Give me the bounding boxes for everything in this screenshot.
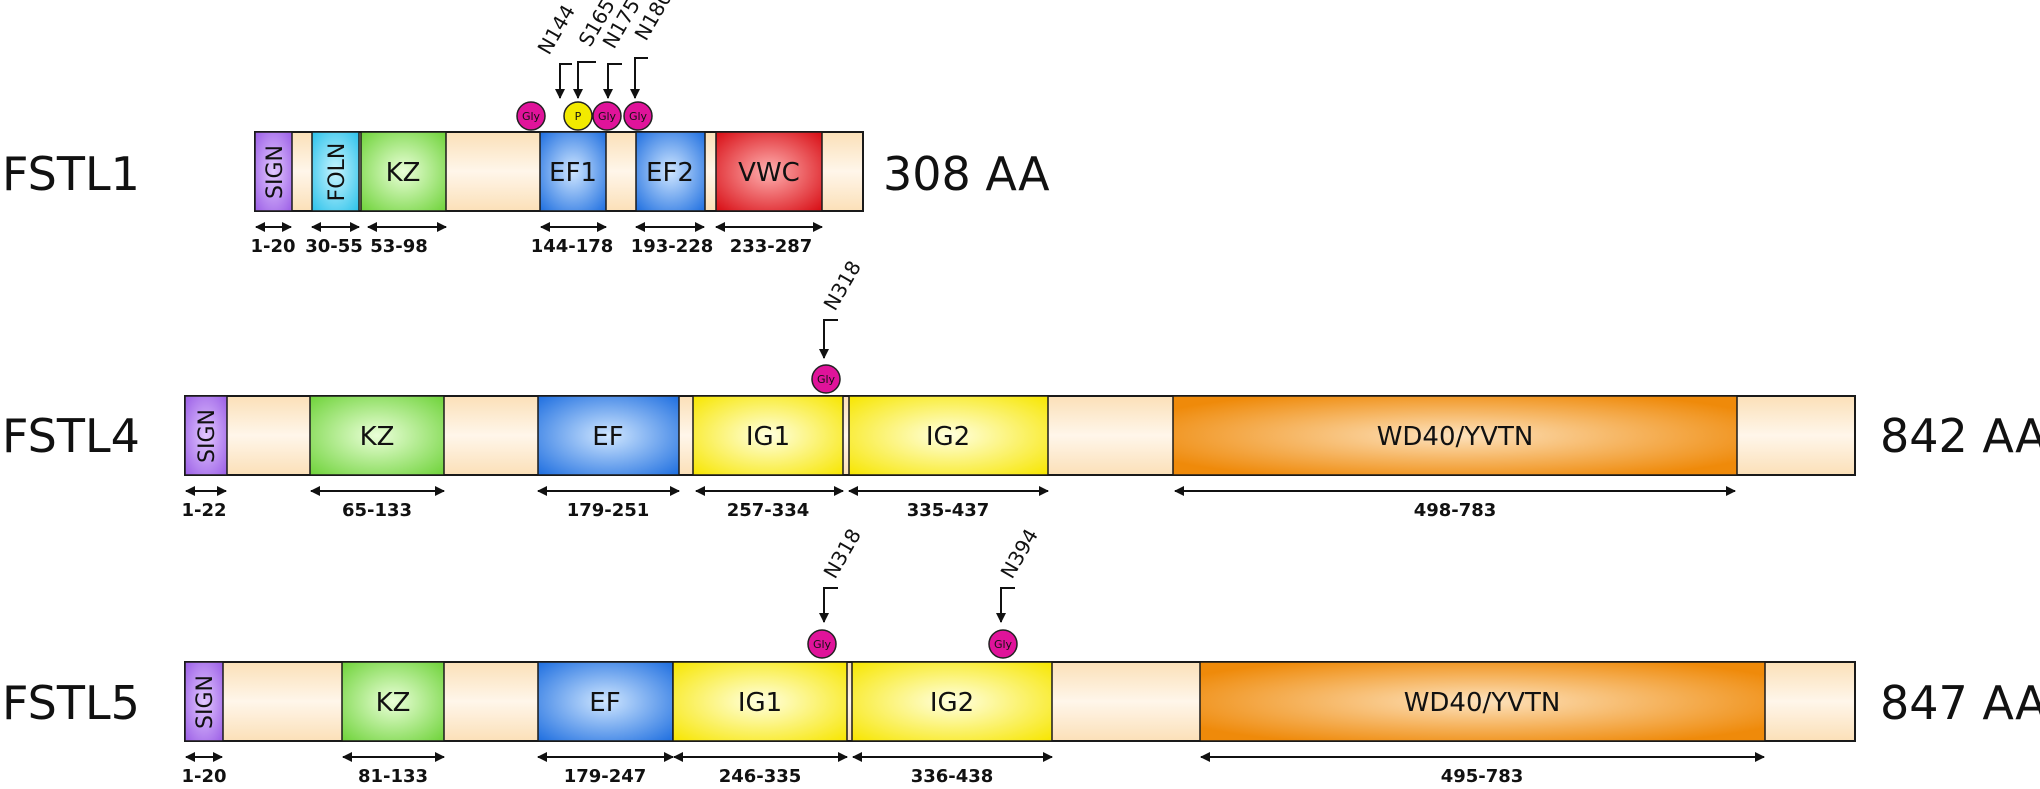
domain-label: KZ (360, 422, 395, 452)
domain-label: SIGN (263, 145, 288, 199)
range-label: 179-251 (567, 500, 650, 521)
domain-wd40-yvtn (1172, 395, 1738, 476)
domain-label: IG1 (738, 688, 782, 718)
glycosylation-marker (623, 101, 653, 131)
domain-label: SIGN (193, 675, 218, 729)
domain-label: EF (592, 422, 623, 452)
marker-label: Gly (994, 638, 1013, 651)
glycosylation-marker (516, 101, 546, 131)
marker-label: Gly (629, 110, 648, 123)
domain-vwc (715, 131, 823, 212)
modification-site: N318 Gly (811, 256, 866, 394)
domain-label: WD40/YVTN (1404, 688, 1561, 718)
protein-name: FSTL1 (2, 147, 140, 201)
range-label: 65-133 (342, 500, 412, 521)
domain-ig2 (851, 661, 1053, 742)
domain-label: VWC (738, 158, 800, 188)
domain-label: EF (589, 688, 620, 718)
protein-fstl4: FSTL4 SIGN KZ EF IG1 IG2 WD40/YVTN 842 A… (2, 256, 2040, 521)
domain-label: SIGN (195, 409, 220, 463)
domain-sign (184, 395, 228, 476)
range-label: 246-335 (719, 766, 802, 787)
protein-fstl5: FSTL5 SIGN KZ EF IG1 IG2 WD40/YVTN 847 A… (2, 524, 2040, 787)
range-label: 144-178 (531, 236, 614, 257)
domain-label: KZ (376, 688, 411, 718)
site-label: N318 (819, 256, 866, 314)
domain-kz (309, 395, 445, 476)
protein-length: 842 AA (1880, 409, 2040, 463)
domain-ef (537, 395, 680, 476)
range-label: 53-98 (370, 236, 428, 257)
glycosylation-marker (811, 364, 841, 394)
range-label: 30-55 (305, 236, 363, 257)
domain-ef2 (635, 131, 706, 212)
marker-label: Gly (522, 110, 541, 123)
domain-sign (184, 661, 224, 742)
protein-name: FSTL5 (2, 676, 140, 730)
domain-label: IG1 (746, 422, 790, 452)
protein-length: 847 AA (1880, 676, 2040, 730)
protein-length: 308 AA (883, 147, 1050, 201)
range-label: 1-20 (250, 236, 295, 257)
protein-fstl1: FSTL1 SIGN FOLN KZ EF1 EF2 VWC 308 AA 1-… (2, 0, 1050, 257)
marker-label: Gly (598, 110, 617, 123)
range-label: 81-133 (358, 766, 428, 787)
range-label: 193-228 (631, 236, 714, 257)
range-label: 179-247 (564, 766, 647, 787)
domain-label: EF2 (646, 158, 694, 188)
domain-label: WD40/YVTN (1377, 422, 1534, 452)
domain-label: IG2 (926, 422, 970, 452)
domain-label: FOLN (325, 143, 350, 202)
domain-label: KZ (386, 158, 421, 188)
range-label: 335-437 (907, 500, 990, 521)
protein-name: FSTL4 (2, 409, 140, 463)
domain-kz (360, 131, 447, 212)
domain-ig2 (848, 395, 1049, 476)
domain-ef (537, 661, 674, 742)
domain-ig1 (672, 661, 848, 742)
range-label: 1-22 (181, 500, 226, 521)
range-label: 233-287 (730, 236, 813, 257)
domain-ig1 (692, 395, 844, 476)
range-label: 257-334 (727, 500, 810, 521)
site-label: N144 (533, 0, 580, 58)
range-label: 498-783 (1414, 500, 1497, 521)
domain-ef1 (539, 131, 607, 212)
modification-site: N318 Gly (807, 524, 866, 659)
site-label: N394 (996, 524, 1043, 582)
modification-site: N394 Gly (988, 524, 1043, 659)
glycosylation-marker (988, 629, 1018, 659)
site-label: N318 (819, 524, 866, 582)
glycosylation-marker (807, 629, 837, 659)
marker-label: Gly (813, 638, 832, 651)
domain-foln (311, 131, 360, 212)
range-label: 1-20 (181, 766, 226, 787)
domain-sign (254, 131, 293, 212)
marker-label: Gly (817, 373, 836, 386)
range-label: 495-783 (1441, 766, 1524, 787)
glycosylation-marker (592, 101, 622, 131)
modification-site: S165 P (563, 0, 620, 131)
domain-label: IG2 (930, 688, 974, 718)
domain-label: EF1 (549, 158, 597, 188)
phosphorylation-marker (563, 101, 593, 131)
range-label: 336-438 (911, 766, 994, 787)
domain-wd40-yvtn (1199, 661, 1766, 742)
marker-label: P (575, 110, 582, 123)
domain-kz (341, 661, 445, 742)
